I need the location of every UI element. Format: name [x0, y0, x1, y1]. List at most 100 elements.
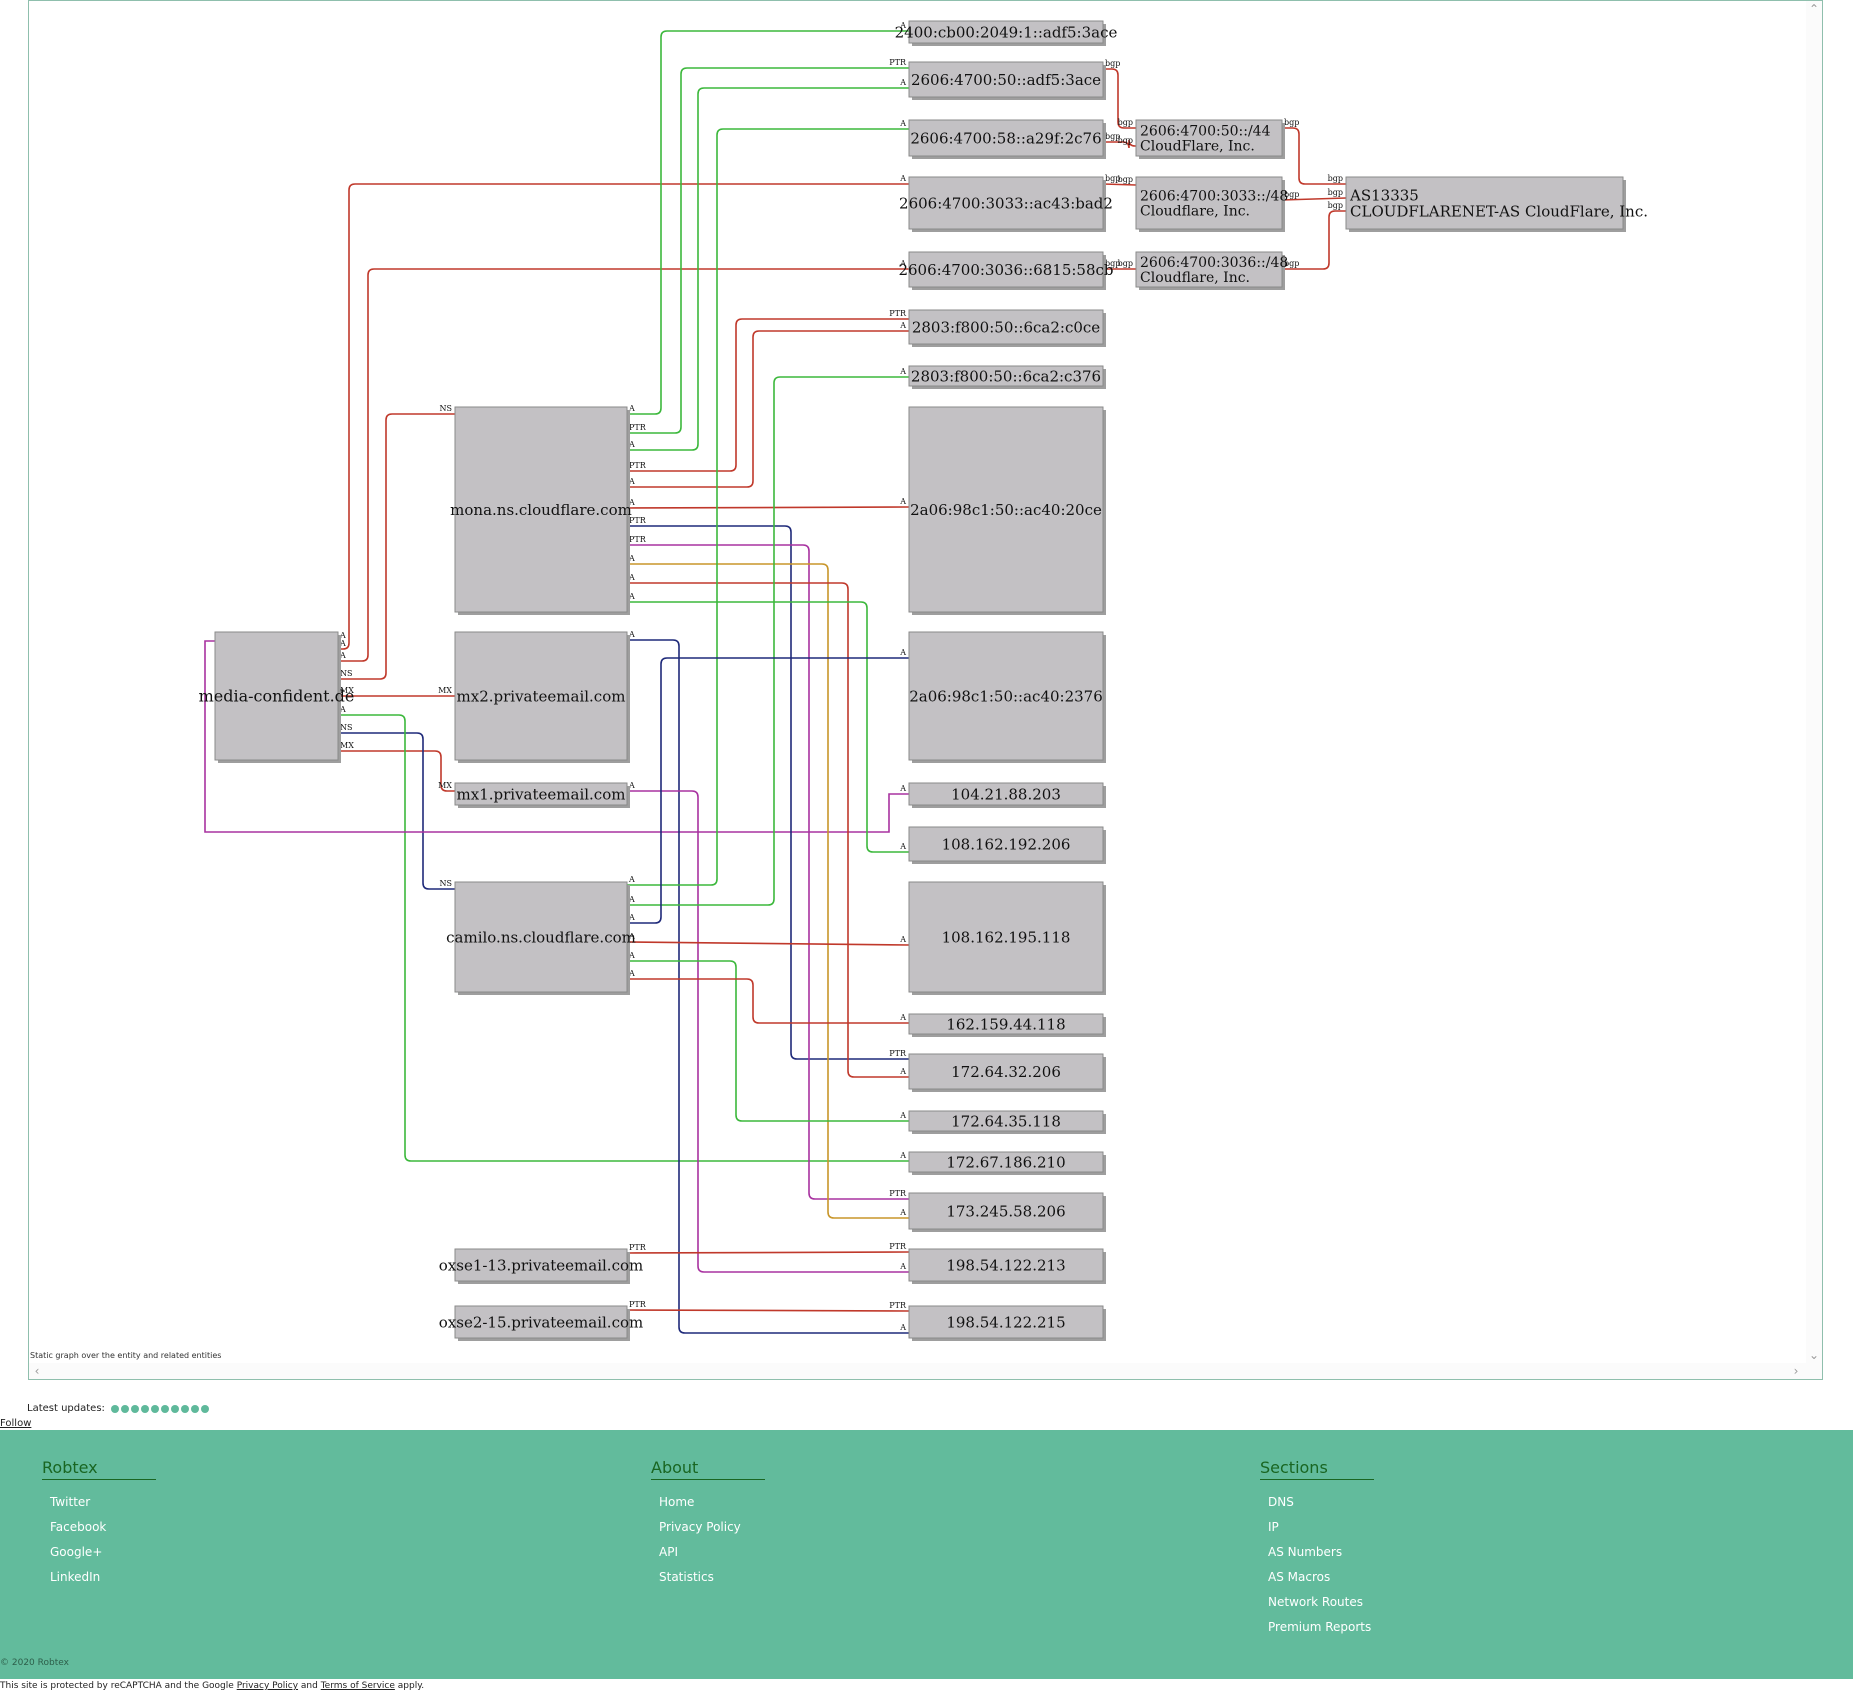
vertical-scrollbar[interactable]: ⌃ ⌄ [1806, 1, 1822, 1363]
graph-node-ip-162[interactable]: 162.159.44.118 [908, 1013, 1106, 1037]
graph-node-ip-2a06-2376[interactable]: 2a06:98c1:50::ac40:2376 [908, 631, 1106, 763]
edge-label-target: bgp [1118, 259, 1133, 268]
graph-node-label: 2803:f800:50::6ca2:c376 [911, 367, 1101, 385]
graph-node-label: Cloudflare, Inc. [1140, 203, 1250, 219]
footer-link-linkedin[interactable]: LinkedIn [50, 1570, 101, 1584]
graph-node-ip-172-67[interactable]: 172.67.186.210 [908, 1151, 1106, 1175]
graph-edge [626, 1309, 910, 1312]
graph-node-oxse1[interactable]: oxse1-13.privateemail.com [439, 1248, 644, 1284]
graph-edge [1102, 183, 1137, 186]
graph-node-oxse2[interactable]: oxse2-15.privateemail.com [439, 1305, 644, 1341]
footer-link-api[interactable]: API [659, 1545, 678, 1559]
footer-link-facebook[interactable]: Facebook [50, 1520, 107, 1534]
update-dot[interactable] [170, 1404, 179, 1413]
graph-node-ip-2606-a29f[interactable]: 2606:4700:58::a29f:2c76 [908, 119, 1106, 159]
graph-edge [627, 639, 909, 1334]
edge-label-target: A [899, 1262, 906, 1271]
footer-link-network-routes[interactable]: Network Routes [1268, 1595, 1364, 1609]
graph-node-domain[interactable]: media-confident.de [199, 631, 355, 763]
graph-node-ip-172-35[interactable]: 172.64.35.118 [908, 1110, 1106, 1134]
graph-node-ip-2803-c376[interactable]: 2803:f800:50::6ca2:c376 [908, 365, 1106, 389]
graph-node-ip-198-215[interactable]: 198.54.122.215 [908, 1305, 1106, 1341]
edge-label-source: A [628, 498, 635, 507]
graph-node-ip-2803-c0ce[interactable]: 2803:f800:50::6ca2:c0ce [908, 309, 1106, 347]
graph-node-ip-2606-6815[interactable]: 2606:4700:3036::6815:58cb [898, 251, 1114, 290]
footer-link-statistics[interactable]: Statistics [659, 1570, 714, 1584]
edge-label-target: A [899, 321, 906, 330]
graph-node-ip-2606-adf5[interactable]: 2606:4700:50::adf5:3ace [908, 61, 1106, 100]
edge-label-target: A [899, 1208, 906, 1217]
edge-label-source: PTR [629, 516, 647, 525]
edge-label-source: A [628, 932, 635, 941]
google-terms-link[interactable]: Terms of Service [320, 1681, 395, 1691]
footer-link-home[interactable]: Home [659, 1495, 695, 1509]
site-footer: Robtex Twitter Facebook Google+ LinkedIn… [0, 1430, 1853, 1676]
edge-label-target: A [899, 1067, 906, 1076]
edge-label-target: A [899, 1151, 906, 1160]
edge-label-source: bgp [1284, 118, 1299, 127]
graph-edge [627, 87, 909, 451]
graph-edge [338, 413, 455, 680]
update-dot[interactable] [130, 1404, 139, 1413]
update-dot[interactable] [110, 1404, 119, 1413]
graph-edge [626, 941, 910, 946]
latest-updates-dots [110, 1404, 209, 1413]
google-privacy-link[interactable]: Privacy Policy [236, 1681, 299, 1691]
graph-node-ip-108-206[interactable]: 108.162.192.206 [908, 826, 1106, 864]
footer-link-as-numbers[interactable]: AS Numbers [1268, 1545, 1343, 1559]
footer-link-privacy-policy[interactable]: Privacy Policy [659, 1520, 741, 1534]
graph-node-ip-198-213[interactable]: 198.54.122.213 [908, 1248, 1106, 1284]
graph-node-camilo[interactable]: camilo.ns.cloudflare.com [446, 881, 636, 995]
graph-edge [1282, 127, 1346, 185]
footer-link-as-macros[interactable]: AS Macros [1268, 1570, 1331, 1584]
graph-node-ip-2400-adf5[interactable]: 2400:cb00:2049:1::adf5:3ace [895, 20, 1118, 46]
footer-link-premium-reports[interactable]: Premium Reports [1268, 1620, 1372, 1634]
edge-label-target: A [899, 174, 906, 183]
update-dot[interactable] [190, 1404, 199, 1413]
edge-label-target: A [899, 367, 906, 376]
graph-node-ip-108-118[interactable]: 108.162.195.118 [908, 881, 1106, 995]
graph-node-mona[interactable]: mona.ns.cloudflare.com [450, 406, 632, 615]
recaptcha-and: and [300, 1681, 318, 1691]
edge-label-target: A [899, 1323, 906, 1332]
update-dot[interactable] [120, 1404, 129, 1413]
edge-label-source: bgp [1105, 259, 1120, 268]
scroll-up-icon[interactable]: ⌃ [1808, 2, 1820, 16]
update-dot[interactable] [140, 1404, 149, 1413]
footer-column-sections: Sections DNS IP AS Numbers AS Macros Net… [1248, 1458, 1374, 1644]
graph-edge [1282, 210, 1346, 270]
update-dot[interactable] [160, 1404, 169, 1413]
footer-link-dns[interactable]: DNS [1268, 1495, 1294, 1509]
scroll-down-icon[interactable]: ⌄ [1808, 1348, 1820, 1362]
follow-link[interactable]: Follow [0, 1418, 32, 1429]
footer-heading: Robtex [42, 1458, 156, 1480]
graph-node-mx1[interactable]: mx1.privateemail.com [454, 782, 630, 808]
graph-node-mx2[interactable]: mx2.privateemail.com [454, 631, 630, 763]
graph-node-ip-172-32[interactable]: 172.64.32.206 [908, 1053, 1106, 1092]
edge-label-source: bgp [1284, 259, 1299, 268]
scroll-left-icon[interactable]: ‹ [34, 1364, 40, 1378]
graph-node-ip-173[interactable]: 173.245.58.206 [908, 1192, 1106, 1232]
horizontal-scrollbar[interactable]: ‹ › [29, 1363, 1822, 1379]
update-dot[interactable] [200, 1404, 209, 1413]
edge-label-target: PTR [889, 1242, 907, 1251]
graph-node-ip-104[interactable]: 104.21.88.203 [908, 782, 1106, 808]
graph-node-label: mx1.privateemail.com [457, 785, 626, 803]
scroll-right-icon[interactable]: › [1793, 1364, 1799, 1378]
graph-edge [627, 30, 909, 415]
footer-link-googleplus[interactable]: Google+ [50, 1545, 103, 1559]
graph-node-ip-2606-ac43[interactable]: 2606:4700:3033::ac43:bad2 [899, 176, 1113, 232]
graph-edge [338, 268, 909, 662]
graph-edge [627, 330, 909, 488]
update-dot[interactable] [150, 1404, 159, 1413]
graph-node-ip-2a06-20ce[interactable]: 2a06:98c1:50::ac40:20ce [908, 406, 1106, 615]
footer-link-twitter[interactable]: Twitter [50, 1495, 91, 1509]
graph-node-label: 2606:4700:50::/44 [1140, 123, 1271, 139]
update-dot[interactable] [180, 1404, 189, 1413]
footer-link-ip[interactable]: IP [1268, 1520, 1279, 1534]
